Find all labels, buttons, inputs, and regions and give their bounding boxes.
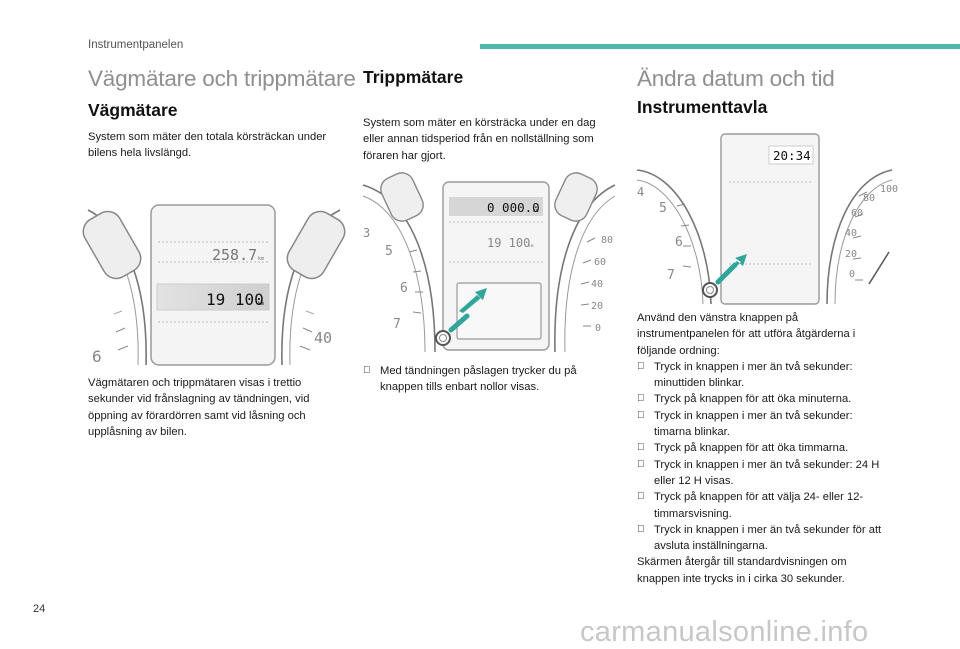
trip-value: 258.7 [212,246,257,264]
odometer-intro: System som mäter den totala körsträckan … [88,131,327,160]
step-text: Tryck in knappen i mer än två sekunder: … [654,360,853,390]
left-scale-2: 6 [400,281,408,296]
left-gauge [362,172,436,353]
odometer-illustration: 6 258.7 km 19 100 km 40 [82,200,346,366]
step-bullet-icon:  [637,359,645,375]
left-gauge [82,209,147,366]
right-scale-0: 80 [601,235,613,246]
section-header: Instrumentpanelen [88,39,184,51]
clock-time: 20:34 [773,148,811,163]
watermark: carmanualsonline.info [580,616,869,648]
step-text: Tryck in knappen i mer än två sekunder f… [654,523,882,553]
step-text: Tryck på knappen för att öka minuterna. [654,393,852,406]
left-scale-3: 7 [667,268,675,283]
tripmeter-illustration: 3 5 6 7 0 000.0 km 19 100 km 80 60 40 20… [362,172,616,353]
right-scale-1: 80 [863,193,875,204]
step-text: Tryck in knappen i mer än två sekunder: … [654,458,880,487]
clock-step:  Tryck in knappen i mer än två sekunder:… [637,457,889,490]
clock-step:  Tryck på knappen för att öka timmarna. [637,440,889,456]
left-gauge [636,169,712,305]
trip-lcd [449,197,543,216]
column3-title: Ändra datum och tid [637,66,835,91]
trip-unit: km [533,208,539,214]
right-gauge [554,172,616,353]
step-bullet-icon:  [637,457,645,473]
right-scale-2: 40 [591,279,603,290]
clock-instructions: Använd den vänstra knappen på instrument… [637,310,889,587]
left-scale-3: 7 [393,317,401,332]
clock-illustration: 4 5 6 7 20:34 100 80 60 40 20 0 [636,133,898,305]
right-scale-1: 60 [594,257,606,268]
left-gauge-number: 6 [92,347,102,366]
arrow-icon [459,288,487,313]
trip-unit: km [258,256,264,262]
step-text: Tryck på knappen för att välja 24- eller… [654,491,864,520]
right-gauge [826,169,893,305]
adjust-button [702,282,718,298]
clock-step:  Tryck in knappen i mer än två sekunder:… [637,408,889,441]
total-unit: km [258,301,264,307]
step-bullet-icon:  [637,522,645,538]
step-bullet-icon:  [363,363,371,379]
right-scale-4: 0 [595,323,601,334]
step-text: Tryck in knappen i mer än två sekunder: … [654,409,853,439]
reset-button [435,330,451,346]
clock-step:  Tryck in knappen i mer än två sekunder:… [637,359,889,392]
step-bullet-icon:  [637,489,645,505]
total-value: 19 100 [487,236,530,250]
step-text: Tryck på knappen för att öka timmarna. [654,442,849,455]
left-scale-0: 4 [637,185,644,199]
tripmeter-step:  Med tändningen påslagen trycker du på k… [363,363,613,396]
tripmeter-intro: System som mäter en körsträcka under en … [363,117,596,162]
column1-title: Vägmätare och trippmätare [88,66,356,91]
clock-step:  Tryck på knappen för att välja 24- elle… [637,489,889,522]
instrument-panel-heading: Instrumenttavla [637,97,768,117]
tripmeter-heading: Trippmätare [363,67,464,87]
right-scale-3: 20 [591,301,603,312]
clock-step:  Tryck på knappen för att öka minuterna. [637,391,889,407]
step-text: Med tändningen påslagen trycker du på kn… [380,365,577,394]
right-scale-4: 20 [845,249,857,260]
left-scale-0: 3 [363,226,370,240]
total-value: 19 100 [206,290,264,309]
odometer-heading: Vägmätare [88,100,178,120]
total-unit: km [528,243,534,249]
step-bullet-icon:  [637,408,645,424]
right-scale-2: 60 [851,208,863,219]
right-scale-0: 100 [880,184,898,195]
right-scale-5: 0 [849,269,855,280]
trip-value: 0 000.0 [487,200,540,215]
center-display [720,133,820,305]
step-bullet-icon:  [637,391,645,407]
left-scale-1: 5 [659,201,667,216]
odometer-note: Vägmätaren och trippmätaren visas i tret… [88,377,310,438]
step-bullet-icon:  [637,440,645,456]
page-number: 24 [33,603,46,615]
right-gauge-number: 40 [314,329,332,347]
right-scale-3: 40 [845,228,857,239]
clock-step:  Tryck in knappen i mer än två sekunder … [637,522,889,555]
clock-outro: Skärmen återgår till standardvisningen o… [637,556,847,585]
clock-lcd [768,145,814,165]
tripmeter-steps:  Med tändningen påslagen trycker du på k… [363,363,613,396]
left-scale-1: 5 [385,244,393,259]
total-lcd [156,283,270,311]
left-scale-2: 6 [675,235,683,250]
clock-steps-list:  Tryck in knappen i mer än två sekunder:… [637,359,889,555]
right-gauge [281,209,346,366]
clock-intro: Använd den vänstra knappen på instrument… [637,312,856,357]
header-accent-bar [480,44,960,49]
